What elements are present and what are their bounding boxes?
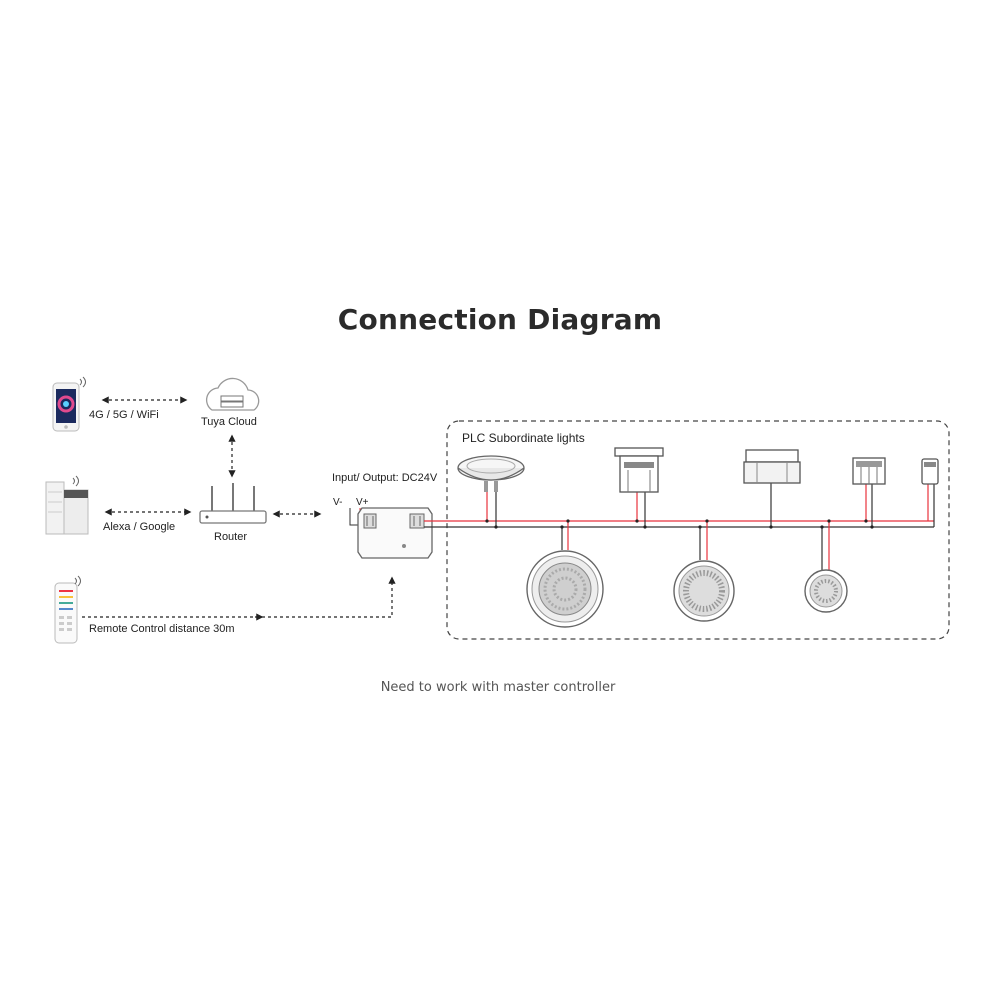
cloud-icon xyxy=(205,377,260,411)
controller-icon xyxy=(349,507,433,559)
v-plus-label: V+ xyxy=(356,497,369,508)
pool-light-icon xyxy=(526,550,604,628)
underwater-light-icon xyxy=(614,447,664,493)
smart-speaker-icon xyxy=(45,475,89,535)
plc-subordinate-group xyxy=(446,420,950,640)
smartphone-icon xyxy=(52,376,86,432)
footnote: Need to work with master controller xyxy=(380,680,616,695)
group-label: PLC Subordinate lights xyxy=(462,431,585,445)
network-label: 4G / 5G / WiFi xyxy=(89,409,159,421)
power-bus xyxy=(424,483,935,570)
voice-label: Alexa / Google xyxy=(103,521,175,533)
underwater-light-icon xyxy=(852,457,886,485)
pool-light-icon xyxy=(673,560,735,622)
v-minus-label: V- xyxy=(333,497,342,508)
underwater-light-icon xyxy=(743,449,801,484)
page-title: Connection Diagram xyxy=(337,303,663,336)
underwater-light-icon xyxy=(921,458,939,485)
remote-control-icon xyxy=(54,575,81,644)
cloud-label: Tuya Cloud xyxy=(201,416,257,428)
par56-lamp-icon xyxy=(457,455,525,492)
router-label: Router xyxy=(214,531,247,543)
remote-label: Remote Control distance 30m xyxy=(89,623,235,635)
bus-junctions xyxy=(485,519,874,529)
comm-links xyxy=(82,396,396,621)
pool-light-icon xyxy=(804,569,848,613)
io-label: Input/ Output: DC24V xyxy=(332,472,438,484)
router-icon xyxy=(199,483,267,524)
